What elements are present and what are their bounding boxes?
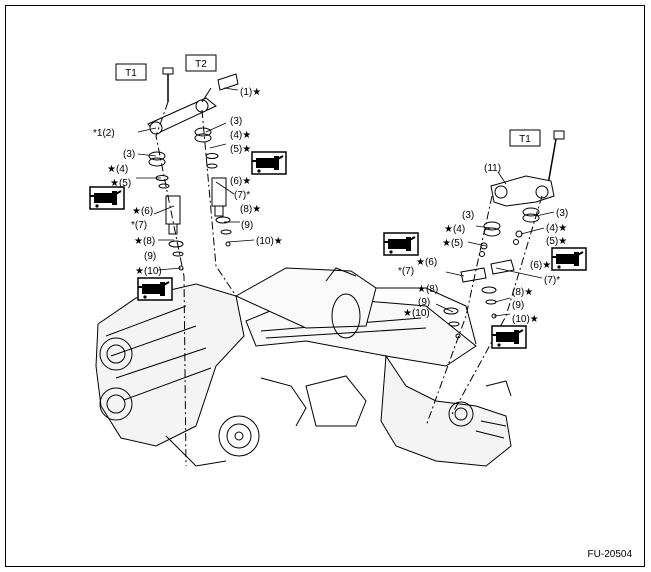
part-6-label-right: (6)★	[530, 260, 551, 271]
part-8-label: (8)★	[240, 204, 261, 215]
oil-application-icon	[383, 232, 419, 256]
oil-application-icon	[251, 151, 287, 175]
part-8-label-right: (8)★	[512, 287, 533, 298]
figure-id: FU-20504	[587, 549, 632, 560]
part-4-label-right-inner: ★(4)	[444, 224, 465, 235]
torque-label-t1-left: T1	[115, 63, 147, 81]
part-9-label: (9)	[241, 220, 253, 231]
part-9-label-right: (9)	[512, 300, 524, 311]
part-8-label-right-inner: ★(8)	[417, 284, 438, 295]
part-10-label-right: (10)★	[512, 314, 539, 325]
part-5-label-right-inner: ★(5)	[442, 238, 463, 249]
part-6-label: (6)★	[230, 176, 251, 187]
figure-frame: T1 T2 T1 (1)★	[5, 5, 645, 567]
torque-label-t2: T2	[185, 54, 217, 72]
part-2-label: *1(2)	[93, 128, 115, 139]
part-4-label-left: ★(4)	[107, 164, 128, 175]
svg-text:T1: T1	[125, 68, 137, 79]
part-7-label-right: (7)*	[544, 275, 560, 286]
left-callouts: (1)★ *1(2) (3) (3) (4)★ ★(4) (5)★ ★(5) (…	[93, 87, 283, 277]
part-6-label-right-inner: ★(6)	[416, 257, 437, 268]
part-10-label: (10)★	[256, 236, 283, 247]
right-injector-assembly	[425, 130, 565, 427]
part-10-label-left: ★(10)	[135, 266, 162, 277]
part-11-label: (11)	[484, 163, 501, 174]
part-3-label-right-inner: (3)	[462, 210, 474, 221]
part-7-label: (7)*	[234, 190, 250, 201]
oil-application-icon	[137, 277, 173, 301]
part-7-label-left: *(7)	[131, 220, 147, 231]
leader-lines	[136, 87, 555, 317]
part-3-label: (3)	[230, 116, 242, 127]
part-9-label-right-inner: (9)	[418, 297, 430, 308]
part-5-label: (5)★	[230, 144, 251, 155]
engine-block	[95, 267, 512, 467]
oil-application-icon	[491, 325, 527, 349]
part-8-label-left: ★(8)	[134, 236, 155, 247]
svg-text:T1: T1	[519, 134, 531, 145]
part-3-label-right: (3)	[556, 208, 568, 219]
left-injector-assembly	[147, 67, 239, 467]
part-4-label: (4)★	[230, 130, 251, 141]
part-5-label-left: ★(5)	[110, 178, 131, 189]
part-10-label-right-inner: ★(10)	[403, 308, 430, 319]
right-callouts: (11) (3) (3) (4)★ ★(4) (5)★ ★(5) (6)★ ★(…	[398, 163, 568, 325]
oil-application-icon	[89, 186, 125, 210]
part-1-label: (1)★	[240, 87, 261, 98]
oil-application-icon	[551, 247, 587, 271]
part-6-label-left: ★(6)	[132, 206, 153, 217]
part-4-label-right: (4)★	[546, 223, 567, 234]
part-3-label-left: (3)	[123, 149, 135, 160]
part-7-label-right-inner: *(7)	[398, 266, 414, 277]
part-9-label-left: (9)	[144, 251, 156, 262]
part-5-label-right: (5)★	[546, 236, 567, 247]
svg-text:T2: T2	[195, 59, 207, 70]
torque-label-t1-right: T1	[509, 129, 541, 147]
fuel-injector-exploded-diagram: T1 T2 T1 (1)★	[89, 54, 587, 467]
